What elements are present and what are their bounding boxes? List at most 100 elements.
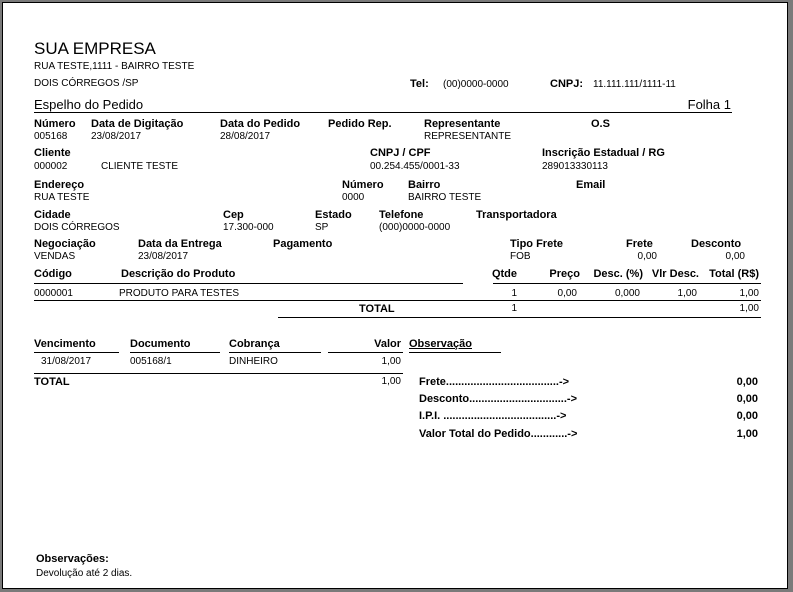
item-price: 0,00 xyxy=(557,288,577,299)
client-ie: 289013330113 xyxy=(542,161,608,172)
address-label: Endereço xyxy=(34,179,85,191)
page-number: Folha 1 xyxy=(687,97,731,112)
document-title: Espelho do Pedido xyxy=(34,97,144,112)
typing-date: 23/08/2017 xyxy=(91,131,142,142)
installment-billing: DINHEIRO xyxy=(229,356,278,367)
company-address-1: RUA TESTE,1111 - BAIRRO TESTE xyxy=(34,61,195,72)
discount-value: 0,00 xyxy=(725,251,745,262)
email-label: Email xyxy=(576,179,606,191)
freight-value: 0,00 xyxy=(637,251,657,262)
company-tel-value: (00)0000-0000 xyxy=(443,79,509,90)
items-total-value: 1,00 xyxy=(739,303,759,314)
client-name: CLIENTE TESTE xyxy=(101,161,179,172)
col-discount-value: Vlr Desc. xyxy=(651,268,699,280)
col-quantity: Qtde xyxy=(491,268,517,280)
order-number-label: Número xyxy=(34,118,76,130)
client-cnpj: 00.254.455/0001-33 xyxy=(370,161,460,172)
delivery-date-label: Data da Entrega xyxy=(138,238,222,250)
state: SP xyxy=(315,222,329,233)
company-cnpj-value: 11.111.111/1111-11 xyxy=(593,79,676,90)
observation-underline xyxy=(409,352,501,353)
installments-total-label: TOTAL xyxy=(34,376,70,388)
installments-divider xyxy=(34,373,403,374)
summary-freight-label: Frete...................................… xyxy=(419,376,570,388)
document-underline xyxy=(130,352,220,353)
item-discount-value: 1,00 xyxy=(677,288,697,299)
company-address-2: DOIS CÓRREGOS /SP xyxy=(34,78,139,89)
freight-type-label: Tipo Frete xyxy=(510,238,563,250)
client-ie-label: Inscrição Estadual / RG xyxy=(542,147,665,159)
negotiation-label: Negociação xyxy=(34,238,96,250)
due-date-underline xyxy=(34,352,119,353)
footer-observations-label: Observações: xyxy=(36,553,109,565)
col-document: Documento xyxy=(130,338,191,350)
footer-observations-text: Devolução até 2 dias. xyxy=(36,568,133,579)
freight-type: FOB xyxy=(510,251,531,262)
item-total: 1,00 xyxy=(739,288,759,299)
district: BAIRRO TESTE xyxy=(408,192,482,203)
col-description: Descrição do Produto xyxy=(121,268,236,280)
city: DOIS CÓRREGOS xyxy=(34,222,120,233)
representative: REPRESENTANTE xyxy=(424,131,512,142)
billing-underline xyxy=(229,352,321,353)
title-divider xyxy=(34,112,732,113)
col-price: Preço xyxy=(549,268,580,280)
order-date-label: Data do Pedido xyxy=(220,118,301,130)
col-value: Valor xyxy=(374,338,401,350)
items-row-divider xyxy=(34,300,761,301)
item-code: 0000001 xyxy=(34,288,73,299)
order-number: 005168 xyxy=(34,131,68,142)
delivery-date: 23/08/2017 xyxy=(138,251,189,262)
rep-order-label: Pedido Rep. xyxy=(328,118,392,130)
carrier-label: Transportadora xyxy=(476,209,557,221)
summary-discount-label: Desconto................................… xyxy=(419,393,578,405)
city-label: Cidade xyxy=(34,209,71,221)
freight-label: Frete xyxy=(626,238,653,250)
col-total: Total (R$) xyxy=(709,268,759,280)
item-quantity: 1 xyxy=(511,288,517,299)
os-label: O.S xyxy=(591,118,610,130)
summary-total-value: 1,00 xyxy=(736,428,758,440)
col-discount-pct: Desc. (%) xyxy=(593,268,643,280)
client-code: 000002 xyxy=(34,161,68,172)
items-header-divider-left xyxy=(34,283,463,284)
summary-discount-value: 0,00 xyxy=(736,393,758,405)
client-label: Cliente xyxy=(34,147,71,159)
phone-label: Telefone xyxy=(379,209,424,221)
representative-label: Representante xyxy=(424,118,501,130)
company-tel-label: Tel: xyxy=(410,78,429,90)
col-billing: Cobrança xyxy=(229,338,280,350)
state-label: Estado xyxy=(315,209,352,221)
installment-due-date: 31/08/2017 xyxy=(41,356,92,367)
zip-label: Cep xyxy=(223,209,244,221)
col-due-date: Vencimento xyxy=(34,338,96,350)
payment-label: Pagamento xyxy=(273,238,333,250)
value-underline xyxy=(328,352,403,353)
summary-ipi-value: 0,00 xyxy=(736,410,758,422)
items-total-quantity: 1 xyxy=(511,303,517,314)
district-label: Bairro xyxy=(408,179,441,191)
items-header-divider-right xyxy=(493,283,761,284)
summary-freight-value: 0,00 xyxy=(736,376,758,388)
typing-date-label: Data de Digitação xyxy=(91,118,184,130)
phone: (000)0000-0000 xyxy=(379,222,451,233)
summary-total-label: Valor Total do Pedido............-> xyxy=(419,428,578,440)
address-number-label: Número xyxy=(342,179,384,191)
item-discount-pct: 0,000 xyxy=(614,288,640,299)
installment-value: 1,00 xyxy=(381,356,401,367)
client-cnpj-label: CNPJ / CPF xyxy=(370,147,431,159)
installment-document: 005168/1 xyxy=(130,356,172,367)
item-description: PRODUTO PARA TESTES xyxy=(119,288,240,299)
discount-label: Desconto xyxy=(691,238,742,250)
company-cnpj-label: CNPJ: xyxy=(550,78,584,90)
negotiation: VENDAS xyxy=(34,251,76,262)
items-total-divider xyxy=(278,317,761,318)
observation-label: Observação xyxy=(409,338,472,350)
zip: 17.300-000 xyxy=(223,222,274,233)
address-number: 0000 xyxy=(342,192,365,203)
col-code: Código xyxy=(34,268,72,280)
installments-total-value: 1,00 xyxy=(381,376,401,387)
summary-ipi-label: I.P.I. .................................… xyxy=(419,410,567,422)
address: RUA TESTE xyxy=(34,192,90,203)
